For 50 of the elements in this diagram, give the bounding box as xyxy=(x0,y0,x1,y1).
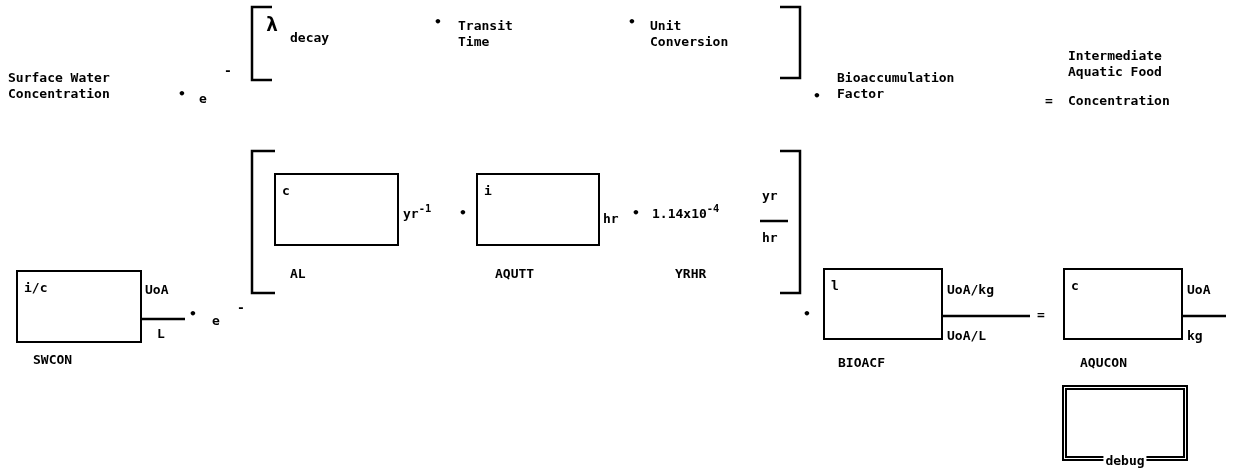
unit-label: BIOACF xyxy=(838,355,885,372)
equation-text: • xyxy=(628,14,636,31)
unit-label: yr$^{-1}$ xyxy=(403,206,432,223)
equation-text: - xyxy=(224,63,232,80)
unit-label: UoA xyxy=(1187,282,1211,299)
equation-text: 1.14x10$^{-4}$ xyxy=(652,206,720,223)
input-type-label: l xyxy=(831,278,839,293)
equation-text: decay xyxy=(290,30,330,47)
unit-label: UoA xyxy=(145,282,169,299)
input-type-label: i/c xyxy=(24,280,48,295)
unit-label: kg xyxy=(1187,328,1203,345)
equation-text: e xyxy=(212,313,220,330)
unit-label: SWCON xyxy=(33,352,73,369)
unit-label: AL xyxy=(290,266,306,283)
variable-box xyxy=(823,268,943,340)
unit-label: L xyxy=(157,326,165,343)
equation-text: • xyxy=(189,306,197,323)
variable-box xyxy=(476,173,600,246)
equation-text: - xyxy=(237,300,245,317)
variable-box xyxy=(274,173,399,246)
equation-text: YRHR xyxy=(675,266,707,283)
equation-text: hr xyxy=(762,230,778,247)
input-type-label: c xyxy=(1071,278,1079,293)
equation-text: Transit Time xyxy=(458,18,514,51)
equation-text: Unit Conversion xyxy=(650,18,730,51)
input-type-label: i xyxy=(484,183,492,198)
equation-text: Surface Water Concentration xyxy=(8,70,111,103)
equation-text: Bioaccumulation Factor xyxy=(837,70,956,103)
equation-text: λ xyxy=(266,12,279,37)
box-label: debug xyxy=(1103,453,1147,468)
equation-text: e xyxy=(199,91,207,108)
equation-text: • xyxy=(459,205,467,222)
equation-text: Concentration xyxy=(1068,93,1170,110)
unit-label: UoA/L xyxy=(947,328,987,345)
unit-label: AQUTT xyxy=(495,266,535,283)
unit-label: hr xyxy=(603,211,619,228)
equation-text: yr xyxy=(762,188,778,205)
equation-text: • xyxy=(803,306,811,323)
input-type-label: c xyxy=(282,183,290,198)
unit-label: UoA/kg xyxy=(947,282,994,299)
equation-text: = xyxy=(1045,93,1053,110)
equation-text: • xyxy=(813,88,821,105)
equation-text: • xyxy=(178,86,186,103)
equation-text: • xyxy=(434,14,442,31)
equation-text: = xyxy=(1037,307,1045,324)
variable-box xyxy=(1063,268,1183,340)
equation-text: • xyxy=(632,205,640,222)
equation-text: Intermediate Aquatic Food xyxy=(1068,48,1163,81)
unit-label: AQUCON xyxy=(1080,355,1127,372)
variable-box xyxy=(16,270,142,343)
